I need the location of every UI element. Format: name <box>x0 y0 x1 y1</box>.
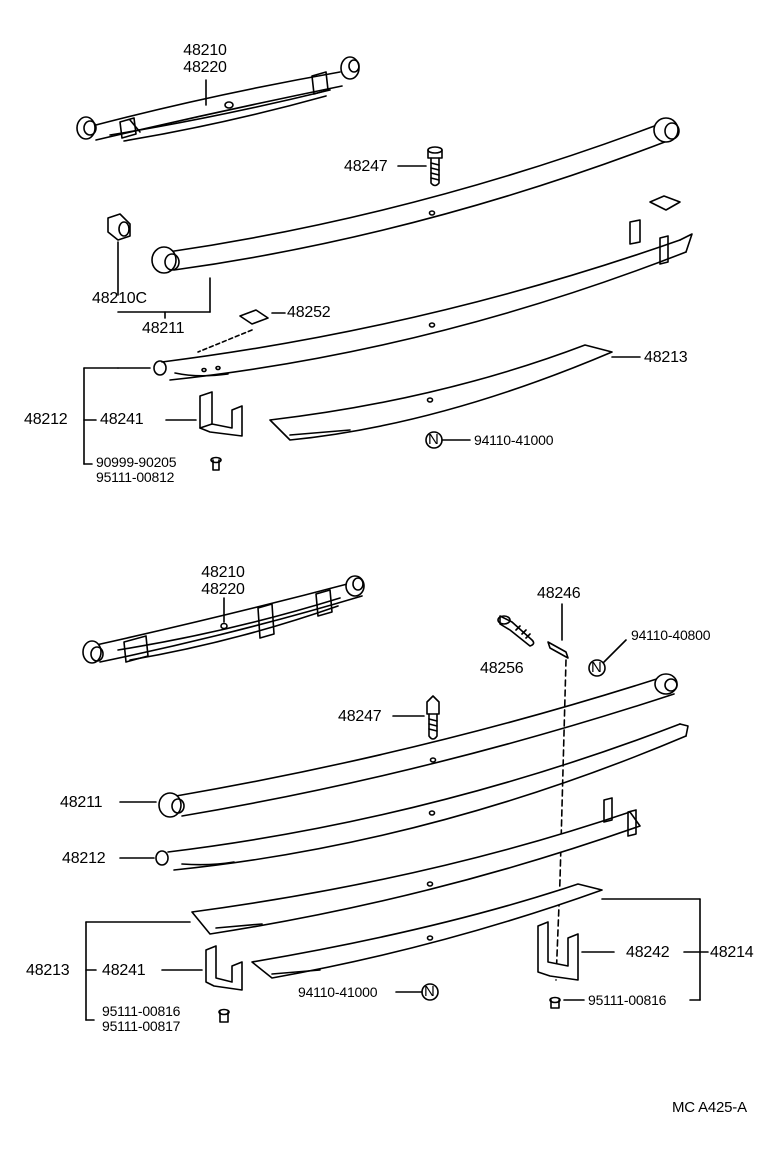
label-48210-top: 48210 <box>183 42 227 59</box>
clip-48241-bottom <box>205 945 243 991</box>
label-94110-41000-top: 94110-41000 <box>474 432 554 448</box>
label-48241-top: 48241 <box>100 411 144 428</box>
label-48256: 48256 <box>480 660 524 677</box>
label-90999-90205: 90999-90205 <box>96 454 177 470</box>
leaf-48212-top <box>153 219 693 381</box>
label-48247-top: 48247 <box>344 158 388 175</box>
label-48246: 48246 <box>537 585 581 602</box>
label-95111-00816-left: 95111-00816 <box>102 1003 181 1019</box>
bolt-48256 <box>497 615 535 647</box>
label-48252: 48252 <box>287 304 331 321</box>
bolt-48247-bottom <box>426 695 440 740</box>
label-48241-bottom: 48241 <box>102 962 146 979</box>
label-48247-bottom: 48247 <box>338 708 382 725</box>
label-48213-top: 48213 <box>644 349 688 366</box>
leaf-48211-top <box>151 117 680 274</box>
label-95111-00812: 95111-00812 <box>96 469 175 485</box>
nut-symbol-bottom-top-text: N <box>591 659 602 676</box>
label-48210c: 48210C <box>92 290 147 307</box>
rivet-bottom-right <box>549 996 561 1009</box>
spring-assembly-top <box>76 56 360 142</box>
label-48213-bottom: 48213 <box>26 962 70 979</box>
label-48214: 48214 <box>710 944 754 961</box>
label-95111-00817: 95111-00817 <box>102 1018 181 1034</box>
label-48242: 48242 <box>626 944 670 961</box>
label-48211-top: 48211 <box>142 320 185 337</box>
nut-symbol-bottom-text: N <box>424 983 435 1000</box>
clip-48242 <box>537 921 579 981</box>
label-95111-00816-right: 95111-00816 <box>588 992 667 1008</box>
label-48211-bottom: 48211 <box>60 794 103 811</box>
leaf-48212-bottom <box>155 723 689 871</box>
label-48220-top: 48220 <box>183 59 227 76</box>
clip-48241-top <box>199 391 243 437</box>
diagram-code: MC A425-A <box>672 1099 747 1116</box>
label-48210-bottom: 48210 <box>201 564 245 581</box>
leaf-48213-top <box>269 344 613 441</box>
label-48212-top: 48212 <box>24 411 68 428</box>
leaf-48213-bottom <box>191 797 641 935</box>
leaf-48211-bottom <box>158 673 678 818</box>
label-48220-bottom: 48220 <box>201 581 245 598</box>
bolt-48247-top <box>427 146 443 187</box>
bushing-48210c <box>107 213 131 241</box>
pin-48246 <box>547 641 569 659</box>
spring-assembly-bottom <box>82 575 365 664</box>
rivet-top <box>210 456 222 471</box>
rivet-bottom-left <box>218 1008 230 1023</box>
label-94110-41000-bottom: 94110-41000 <box>298 984 378 1000</box>
nut-symbol-top-text: N <box>428 431 439 448</box>
leaf-48214-bottom <box>251 883 603 979</box>
label-48212-bottom: 48212 <box>62 850 106 867</box>
label-94110-40800: 94110-40800 <box>631 627 711 643</box>
